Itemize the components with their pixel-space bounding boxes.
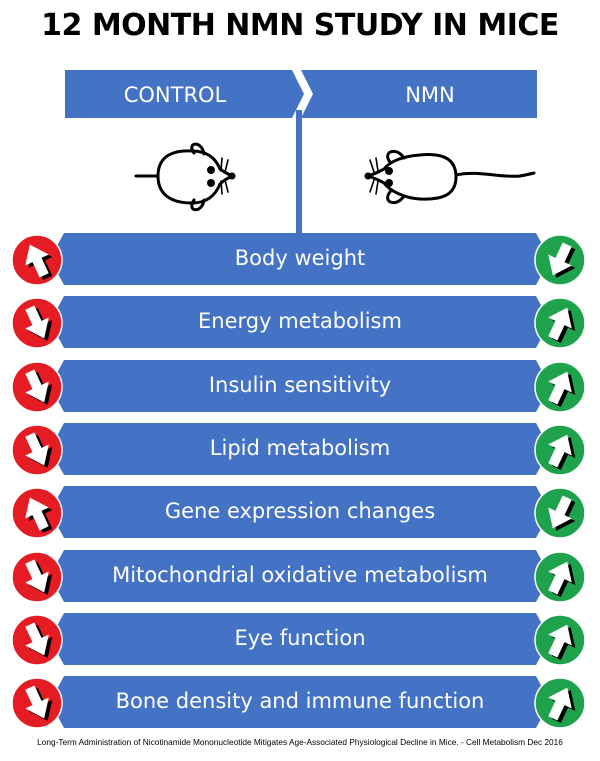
row-label: Energy metabolism <box>198 309 402 334</box>
nmn-up-arrow-icon <box>534 677 586 729</box>
row-bar <box>50 612 550 665</box>
row-bar <box>50 486 550 539</box>
row-label: Eye function <box>234 625 366 650</box>
row-bar <box>50 422 550 475</box>
citation: Long-Term Administration of Nicotinamide… <box>37 737 563 747</box>
row-label: Lipid metabolism <box>209 435 391 460</box>
nmn-up-arrow-icon <box>534 614 586 666</box>
row-label: Bone density and immune function <box>115 689 485 714</box>
column-header-banner <box>65 70 537 118</box>
comparison-row: Gene expression changes <box>0 486 600 539</box>
control-header-shape <box>65 70 304 118</box>
nmn-up-arrow-icon <box>534 424 586 476</box>
comparison-row: Insulin sensitivity <box>0 359 600 413</box>
comparison-row: Energy metabolism <box>0 296 600 350</box>
row-bar <box>50 549 550 602</box>
nmn-up-arrow-icon <box>534 360 586 413</box>
control-down-arrow-icon <box>11 424 63 476</box>
slim-mouse-icon <box>364 149 536 205</box>
comparison-row: Body weight <box>0 233 600 286</box>
control-down-arrow-icon <box>11 360 63 413</box>
nmn-header-shape <box>301 70 537 118</box>
comparison-row: Mitochondrial oxidative metabolism <box>0 549 600 603</box>
nmn-up-arrow-icon <box>534 550 586 603</box>
control-down-arrow-icon <box>11 677 63 729</box>
row-bar <box>50 233 550 285</box>
row-label: Body weight <box>234 246 366 270</box>
row-bar <box>50 359 550 412</box>
control-down-arrow-icon <box>11 614 63 666</box>
comparison-row: Eye function <box>0 612 600 666</box>
fat-mouse-icon <box>134 142 236 212</box>
row-bar <box>50 676 550 729</box>
control-up-arrow-icon <box>11 234 63 286</box>
center-divider-line <box>296 110 302 238</box>
control-up-arrow-icon <box>11 487 63 539</box>
nmn-up-arrow-icon <box>534 297 586 350</box>
nmn-down-arrow-icon <box>534 234 586 286</box>
comparison-row: Lipid metabolism <box>0 422 600 476</box>
row-bar <box>50 296 550 349</box>
nmn-column-label: NMN <box>405 83 455 107</box>
page-title: 12 MONTH NMN STUDY IN MICE <box>41 8 559 43</box>
control-column-label: CONTROL <box>123 83 227 107</box>
control-down-arrow-icon <box>11 297 63 350</box>
row-label: Gene expression changes <box>164 499 436 524</box>
comparison-row: Bone density and immune function <box>0 676 600 729</box>
nmn-down-arrow-icon <box>534 487 586 539</box>
control-down-arrow-icon <box>11 550 63 603</box>
row-label: Mitochondrial oxidative metabolism <box>112 562 488 587</box>
row-label: Insulin sensitivity <box>208 372 392 397</box>
